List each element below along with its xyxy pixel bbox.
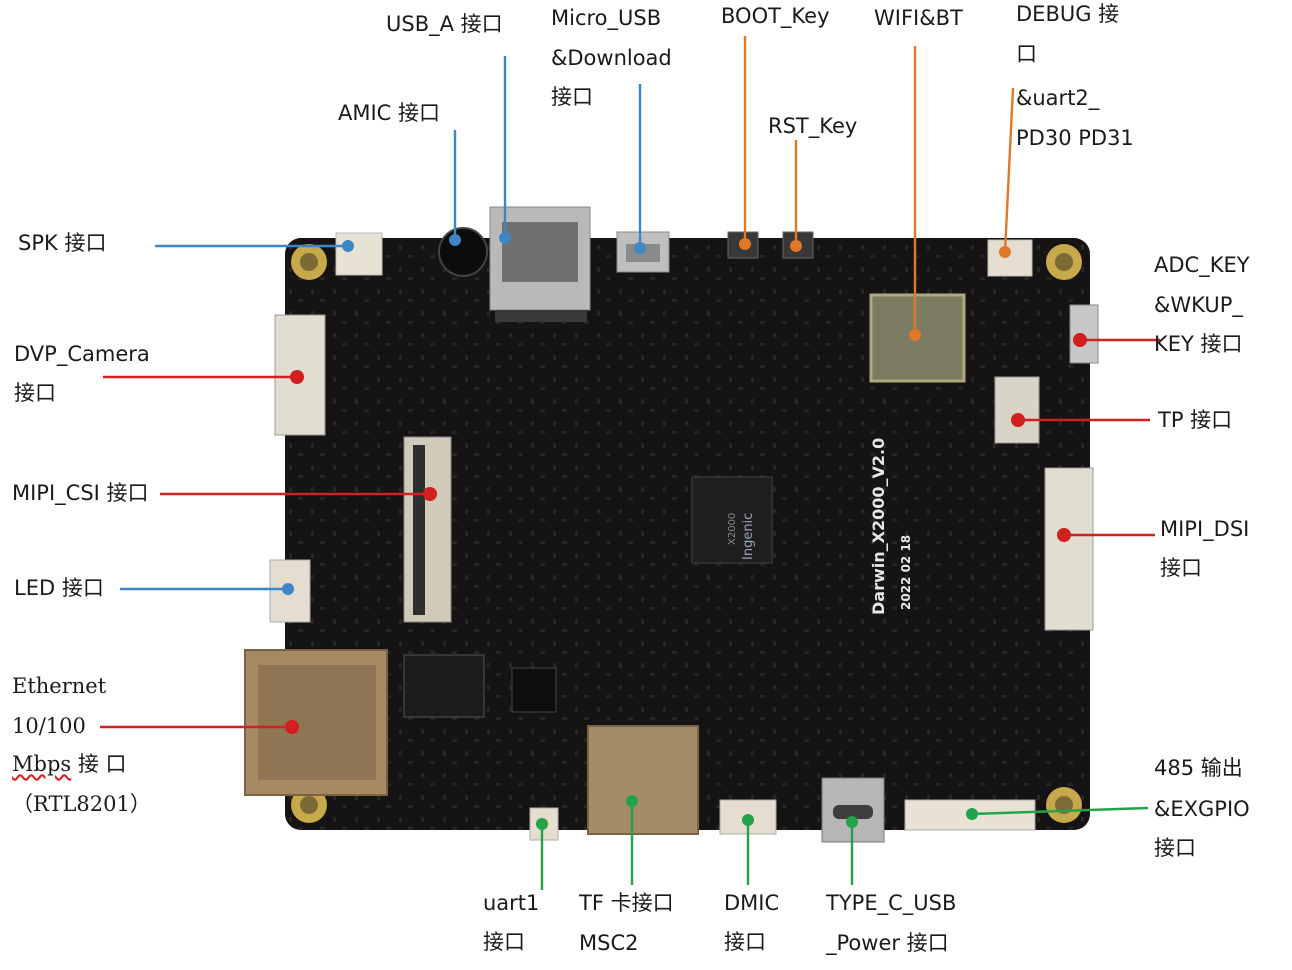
debug-connector bbox=[987, 239, 1033, 277]
label-debug-1: DEBUG 接 bbox=[1016, 2, 1120, 26]
label-eth-4: （RTL8201） bbox=[12, 792, 151, 816]
spk-connector bbox=[335, 232, 383, 276]
label-eth-1: Ethernet bbox=[12, 674, 107, 698]
label-usb-a: USB_A 接口 bbox=[386, 12, 503, 36]
tp-connector bbox=[994, 376, 1040, 444]
chip-model: X2000 bbox=[727, 513, 738, 545]
chip-brand: Ingenic bbox=[741, 513, 756, 560]
label-typec-1: TYPE_C_USB bbox=[826, 891, 957, 915]
label-mipi-dsi-1: MIPI_DSI bbox=[1160, 517, 1250, 541]
label-dmic-1: DMIC bbox=[724, 891, 780, 915]
label-debug-4: PD30 PD31 bbox=[1016, 126, 1134, 150]
label-rs485-1: 485 输出 bbox=[1154, 756, 1243, 780]
label-amic: AMIC 接口 bbox=[338, 101, 441, 125]
label-adc-key-3: KEY 接口 bbox=[1154, 332, 1243, 356]
silk-board-name: Darwin_X2000_V2.0 bbox=[869, 438, 888, 615]
mounting-holes bbox=[291, 244, 1082, 823]
label-debug-3: &uart2_ bbox=[1016, 86, 1100, 110]
tf-card-slot bbox=[587, 725, 699, 835]
label-tf-2: MSC2 bbox=[579, 931, 639, 955]
label-mipi-dsi-2: 接口 bbox=[1160, 556, 1202, 580]
label-debug-2: 口 bbox=[1016, 42, 1037, 66]
label-rst-key: RST_Key bbox=[768, 114, 858, 138]
adc-key-switch bbox=[1069, 304, 1099, 364]
leader-dots bbox=[282, 232, 1087, 830]
label-micro-usb-2: &Download bbox=[551, 46, 672, 70]
label-eth-2: 10/100 bbox=[12, 714, 86, 738]
label-adc-key-2: &WKUP_ bbox=[1154, 293, 1243, 317]
mipi-csi-fpc bbox=[403, 436, 452, 623]
label-dmic-2: 接口 bbox=[724, 930, 766, 954]
label-eth-3: Mbps 接 口 bbox=[12, 752, 127, 776]
label-mipi-csi: MIPI_CSI 接口 bbox=[12, 481, 149, 505]
label-rs485-2: &EXGPIO bbox=[1154, 797, 1250, 821]
label-wifi-bt: WIFI&BT bbox=[874, 6, 963, 30]
label-uart1-2: 接口 bbox=[483, 930, 525, 954]
label-uart1-1: uart1 bbox=[483, 891, 540, 915]
silk-board-date: 2022 02 18 bbox=[899, 535, 913, 610]
label-spk: SPK 接口 bbox=[18, 231, 107, 255]
amic-mic bbox=[438, 227, 488, 277]
label-dvp-1: DVP_Camera bbox=[14, 342, 150, 366]
soc-x2000 bbox=[691, 476, 773, 564]
mipi-dsi-fpc bbox=[1044, 467, 1094, 631]
label-dvp-2: 接口 bbox=[14, 381, 56, 405]
label-micro-usb-1: Micro_USB bbox=[551, 6, 662, 30]
label-rs485-3: 接口 bbox=[1154, 836, 1196, 860]
label-led: LED 接口 bbox=[14, 576, 104, 600]
label-adc-key-1: ADC_KEY bbox=[1154, 253, 1250, 277]
label-typec-2: _Power 接口 bbox=[826, 931, 949, 955]
label-tf-1: TF 卡接口 bbox=[579, 891, 674, 915]
label-micro-usb-3: 接口 bbox=[551, 85, 593, 109]
label-tp: TP 接口 bbox=[1158, 408, 1233, 432]
label-boot-key: BOOT_Key bbox=[721, 4, 830, 28]
